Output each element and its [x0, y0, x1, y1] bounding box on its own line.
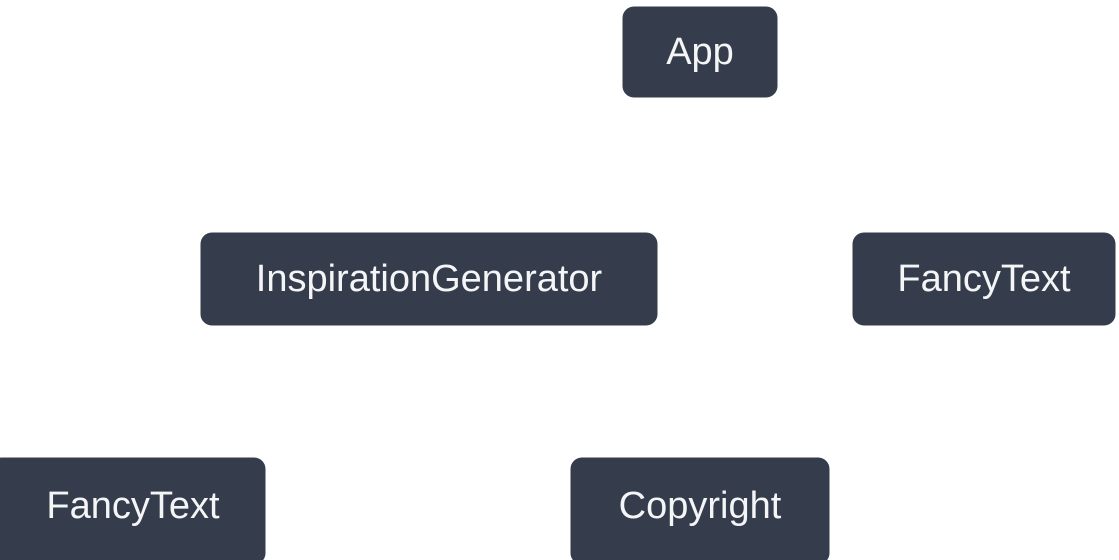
- node-fancytext-bottom[interactable]: FancyText: [0, 452, 271, 560]
- edge-label-app-to-fancytext-right: renders: [811, 155, 896, 183]
- edge-group-app: [418, 100, 970, 230]
- node-copyright-box[interactable]: [565, 452, 835, 560]
- node-fancytext-right-box[interactable]: [847, 227, 1119, 331]
- node-app-box[interactable]: [617, 1, 783, 103]
- edge-inspiration-junction-right: [418, 382, 433, 397]
- node-copyright-label: Copyright: [619, 485, 782, 527]
- node-inspiration-generator-box[interactable]: [195, 227, 663, 331]
- node-inspiration-generator-label: InspirationGenerator: [256, 258, 603, 300]
- node-copyright[interactable]: Copyright: [565, 452, 835, 560]
- node-fancytext-right[interactable]: FancyText: [847, 227, 1119, 331]
- edge-inspiration-to-copyright-segment-b: [633, 393, 701, 455]
- edge-label-app-to-inspiration-generator: renders: [514, 155, 599, 183]
- node-app[interactable]: App: [617, 1, 783, 103]
- edge-app-to-inspiration-segment-b: [418, 167, 496, 230]
- node-fancytext-bottom-label: FancyText: [46, 485, 220, 527]
- edge-inspiration-to-fancytext-segment-b: [129, 393, 208, 455]
- edge-group-inspiration-generator: [129, 328, 701, 455]
- edge-label-inspiration-generator-to-copyright: renders: [526, 381, 611, 409]
- edge-app-junction-right: [698, 156, 713, 171]
- edge-app-to-fancytext-segment-b: [921, 167, 970, 230]
- node-fancytext-right-label: FancyText: [897, 258, 1071, 300]
- node-inspiration-generator[interactable]: InspirationGenerator: [195, 227, 663, 331]
- edge-label-inspiration-generator-to-fancytext-bottom: renders: [230, 381, 315, 409]
- node-app-label: App: [666, 31, 734, 73]
- node-fancytext-bottom-box[interactable]: [0, 452, 271, 560]
